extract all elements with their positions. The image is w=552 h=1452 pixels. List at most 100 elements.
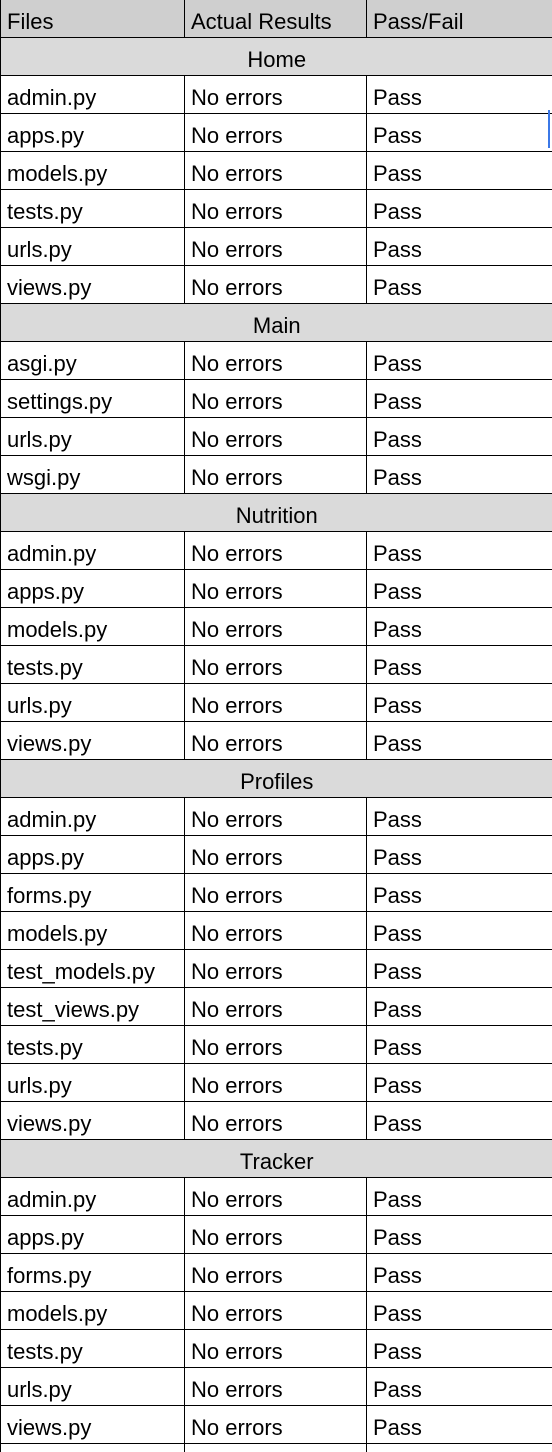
pass-fail-cell[interactable]: Pass xyxy=(367,1216,552,1254)
file-cell[interactable]: apps.py xyxy=(1,114,185,152)
actual-result-cell[interactable]: No errors xyxy=(185,608,367,646)
pass-fail-cell[interactable]: Pass xyxy=(367,1102,552,1140)
pass-fail-cell[interactable]: Pass xyxy=(367,456,552,494)
actual-result-cell[interactable]: No errors xyxy=(185,646,367,684)
file-cell[interactable]: urls.py xyxy=(1,228,185,266)
actual-result-cell[interactable]: No errors xyxy=(185,1292,367,1330)
pass-fail-cell[interactable]: Pass xyxy=(367,1178,552,1216)
pass-fail-cell[interactable]: Pass xyxy=(367,342,552,380)
pass-fail-cell[interactable]: Pass xyxy=(367,190,552,228)
actual-result-cell[interactable]: No errors xyxy=(185,114,367,152)
pass-fail-cell[interactable]: Pass xyxy=(367,950,552,988)
file-cell[interactable]: models.py xyxy=(1,1292,185,1330)
pass-fail-cell[interactable]: Pass xyxy=(367,266,552,304)
actual-result-cell[interactable]: No errors xyxy=(185,836,367,874)
file-cell[interactable]: wsgi.py xyxy=(1,456,185,494)
pass-fail-cell[interactable]: Pass xyxy=(367,684,552,722)
header-cell-actual-results[interactable]: Actual Results xyxy=(185,0,367,38)
pass-fail-cell[interactable]: Pass xyxy=(367,988,552,1026)
actual-result-cell[interactable]: No errors xyxy=(185,1178,367,1216)
pass-fail-cell[interactable]: Pass xyxy=(367,532,552,570)
file-cell[interactable]: admin.py xyxy=(1,76,185,114)
actual-result-cell[interactable]: No errors xyxy=(185,570,367,608)
file-cell[interactable]: models.py xyxy=(1,608,185,646)
file-cell[interactable]: urls.py xyxy=(1,684,185,722)
pass-fail-cell[interactable]: Pass xyxy=(367,1368,552,1406)
file-cell[interactable]: tests.py xyxy=(1,1026,185,1064)
file-cell[interactable]: tests.py xyxy=(1,646,185,684)
pass-fail-cell[interactable]: Pass xyxy=(367,646,552,684)
pass-fail-cell[interactable]: Pass xyxy=(367,608,552,646)
actual-result-cell[interactable]: No errors xyxy=(185,1368,367,1406)
actual-result-cell[interactable]: No errors xyxy=(185,950,367,988)
section-title[interactable]: Nutrition xyxy=(1,494,552,532)
file-cell[interactable]: urls.py xyxy=(1,418,185,456)
file-cell[interactable]: views.py xyxy=(1,1406,185,1444)
actual-result-cell[interactable]: No errors xyxy=(185,76,367,114)
pass-fail-cell[interactable]: Pass xyxy=(367,722,552,760)
file-cell[interactable]: views.py xyxy=(1,1102,185,1140)
file-cell[interactable]: views.py xyxy=(1,266,185,304)
actual-result-cell[interactable]: No errors xyxy=(185,532,367,570)
actual-result-cell[interactable]: No errors xyxy=(185,1026,367,1064)
actual-result-cell[interactable]: No errors xyxy=(185,456,367,494)
actual-result-cell[interactable]: No errors xyxy=(185,152,367,190)
file-cell[interactable]: tests.py xyxy=(1,190,185,228)
section-title[interactable]: Main xyxy=(1,304,552,342)
actual-result-cell[interactable]: No errors xyxy=(185,722,367,760)
header-cell-pass-fail[interactable]: Pass/Fail xyxy=(367,0,552,38)
file-cell[interactable]: urls.py xyxy=(1,1368,185,1406)
actual-result-cell[interactable]: No errors xyxy=(185,342,367,380)
pass-fail-cell[interactable]: Pass xyxy=(367,912,552,950)
section-title[interactable]: Profiles xyxy=(1,760,552,798)
actual-result-cell[interactable]: No errors xyxy=(185,418,367,456)
actual-result-cell[interactable]: No errors xyxy=(185,798,367,836)
actual-result-cell[interactable]: No errors xyxy=(185,228,367,266)
actual-result-cell[interactable]: No errors xyxy=(185,1406,367,1444)
actual-result-cell[interactable]: No errors xyxy=(185,190,367,228)
actual-result-cell[interactable]: No errors xyxy=(185,1064,367,1102)
pass-fail-cell[interactable]: Pass xyxy=(367,1406,552,1444)
file-cell[interactable]: tests.py xyxy=(1,1330,185,1368)
file-cell[interactable]: apps.py xyxy=(1,1216,185,1254)
pass-fail-cell[interactable]: Pass xyxy=(367,418,552,456)
actual-result-cell[interactable]: No errors xyxy=(185,874,367,912)
pass-fail-cell[interactable]: Pass xyxy=(367,152,552,190)
file-cell[interactable]: admin.py xyxy=(1,532,185,570)
file-cell[interactable]: test_models.py xyxy=(1,950,185,988)
pass-fail-cell[interactable]: Pass xyxy=(367,874,552,912)
actual-result-cell[interactable]: No errors xyxy=(185,912,367,950)
file-cell[interactable]: admin.py xyxy=(1,1178,185,1216)
header-cell-files[interactable]: Files xyxy=(1,0,185,38)
file-cell[interactable]: settings.py xyxy=(1,380,185,418)
section-title[interactable]: Home xyxy=(1,38,552,76)
file-cell[interactable]: apps.py xyxy=(1,836,185,874)
pass-fail-cell[interactable]: Pass xyxy=(367,1026,552,1064)
section-title[interactable]: Tracker xyxy=(1,1140,552,1178)
pass-fail-cell[interactable]: Pass xyxy=(367,1254,552,1292)
file-cell[interactable]: test_views.py xyxy=(1,988,185,1026)
pass-fail-cell[interactable]: Pass xyxy=(367,1330,552,1368)
file-cell[interactable]: urls.py xyxy=(1,1064,185,1102)
file-cell[interactable]: forms.py xyxy=(1,874,185,912)
pass-fail-cell[interactable]: Pass xyxy=(367,1064,552,1102)
actual-result-cell[interactable]: No errors xyxy=(185,1102,367,1140)
file-cell[interactable]: models.py xyxy=(1,152,185,190)
actual-result-cell[interactable]: No errors xyxy=(185,266,367,304)
actual-result-cell[interactable]: No errors xyxy=(185,1254,367,1292)
pass-fail-cell[interactable]: Pass xyxy=(367,836,552,874)
pass-fail-cell[interactable]: Pass xyxy=(367,570,552,608)
file-cell[interactable]: forms.py xyxy=(1,1254,185,1292)
actual-result-cell[interactable]: No errors xyxy=(185,1216,367,1254)
file-cell[interactable]: asgi.py xyxy=(1,342,185,380)
pass-fail-cell[interactable]: Pass xyxy=(367,798,552,836)
actual-result-cell[interactable]: No errors xyxy=(185,684,367,722)
file-cell[interactable]: admin.py xyxy=(1,798,185,836)
pass-fail-cell[interactable]: Pass xyxy=(367,380,552,418)
actual-result-cell[interactable]: No errors xyxy=(185,1330,367,1368)
pass-fail-cell[interactable]: Pass xyxy=(367,1292,552,1330)
actual-result-cell[interactable]: No errors xyxy=(185,988,367,1026)
pass-fail-cell[interactable]: Pass xyxy=(367,76,552,114)
file-cell[interactable]: models.py xyxy=(1,912,185,950)
pass-fail-cell[interactable]: Pass xyxy=(367,114,552,152)
